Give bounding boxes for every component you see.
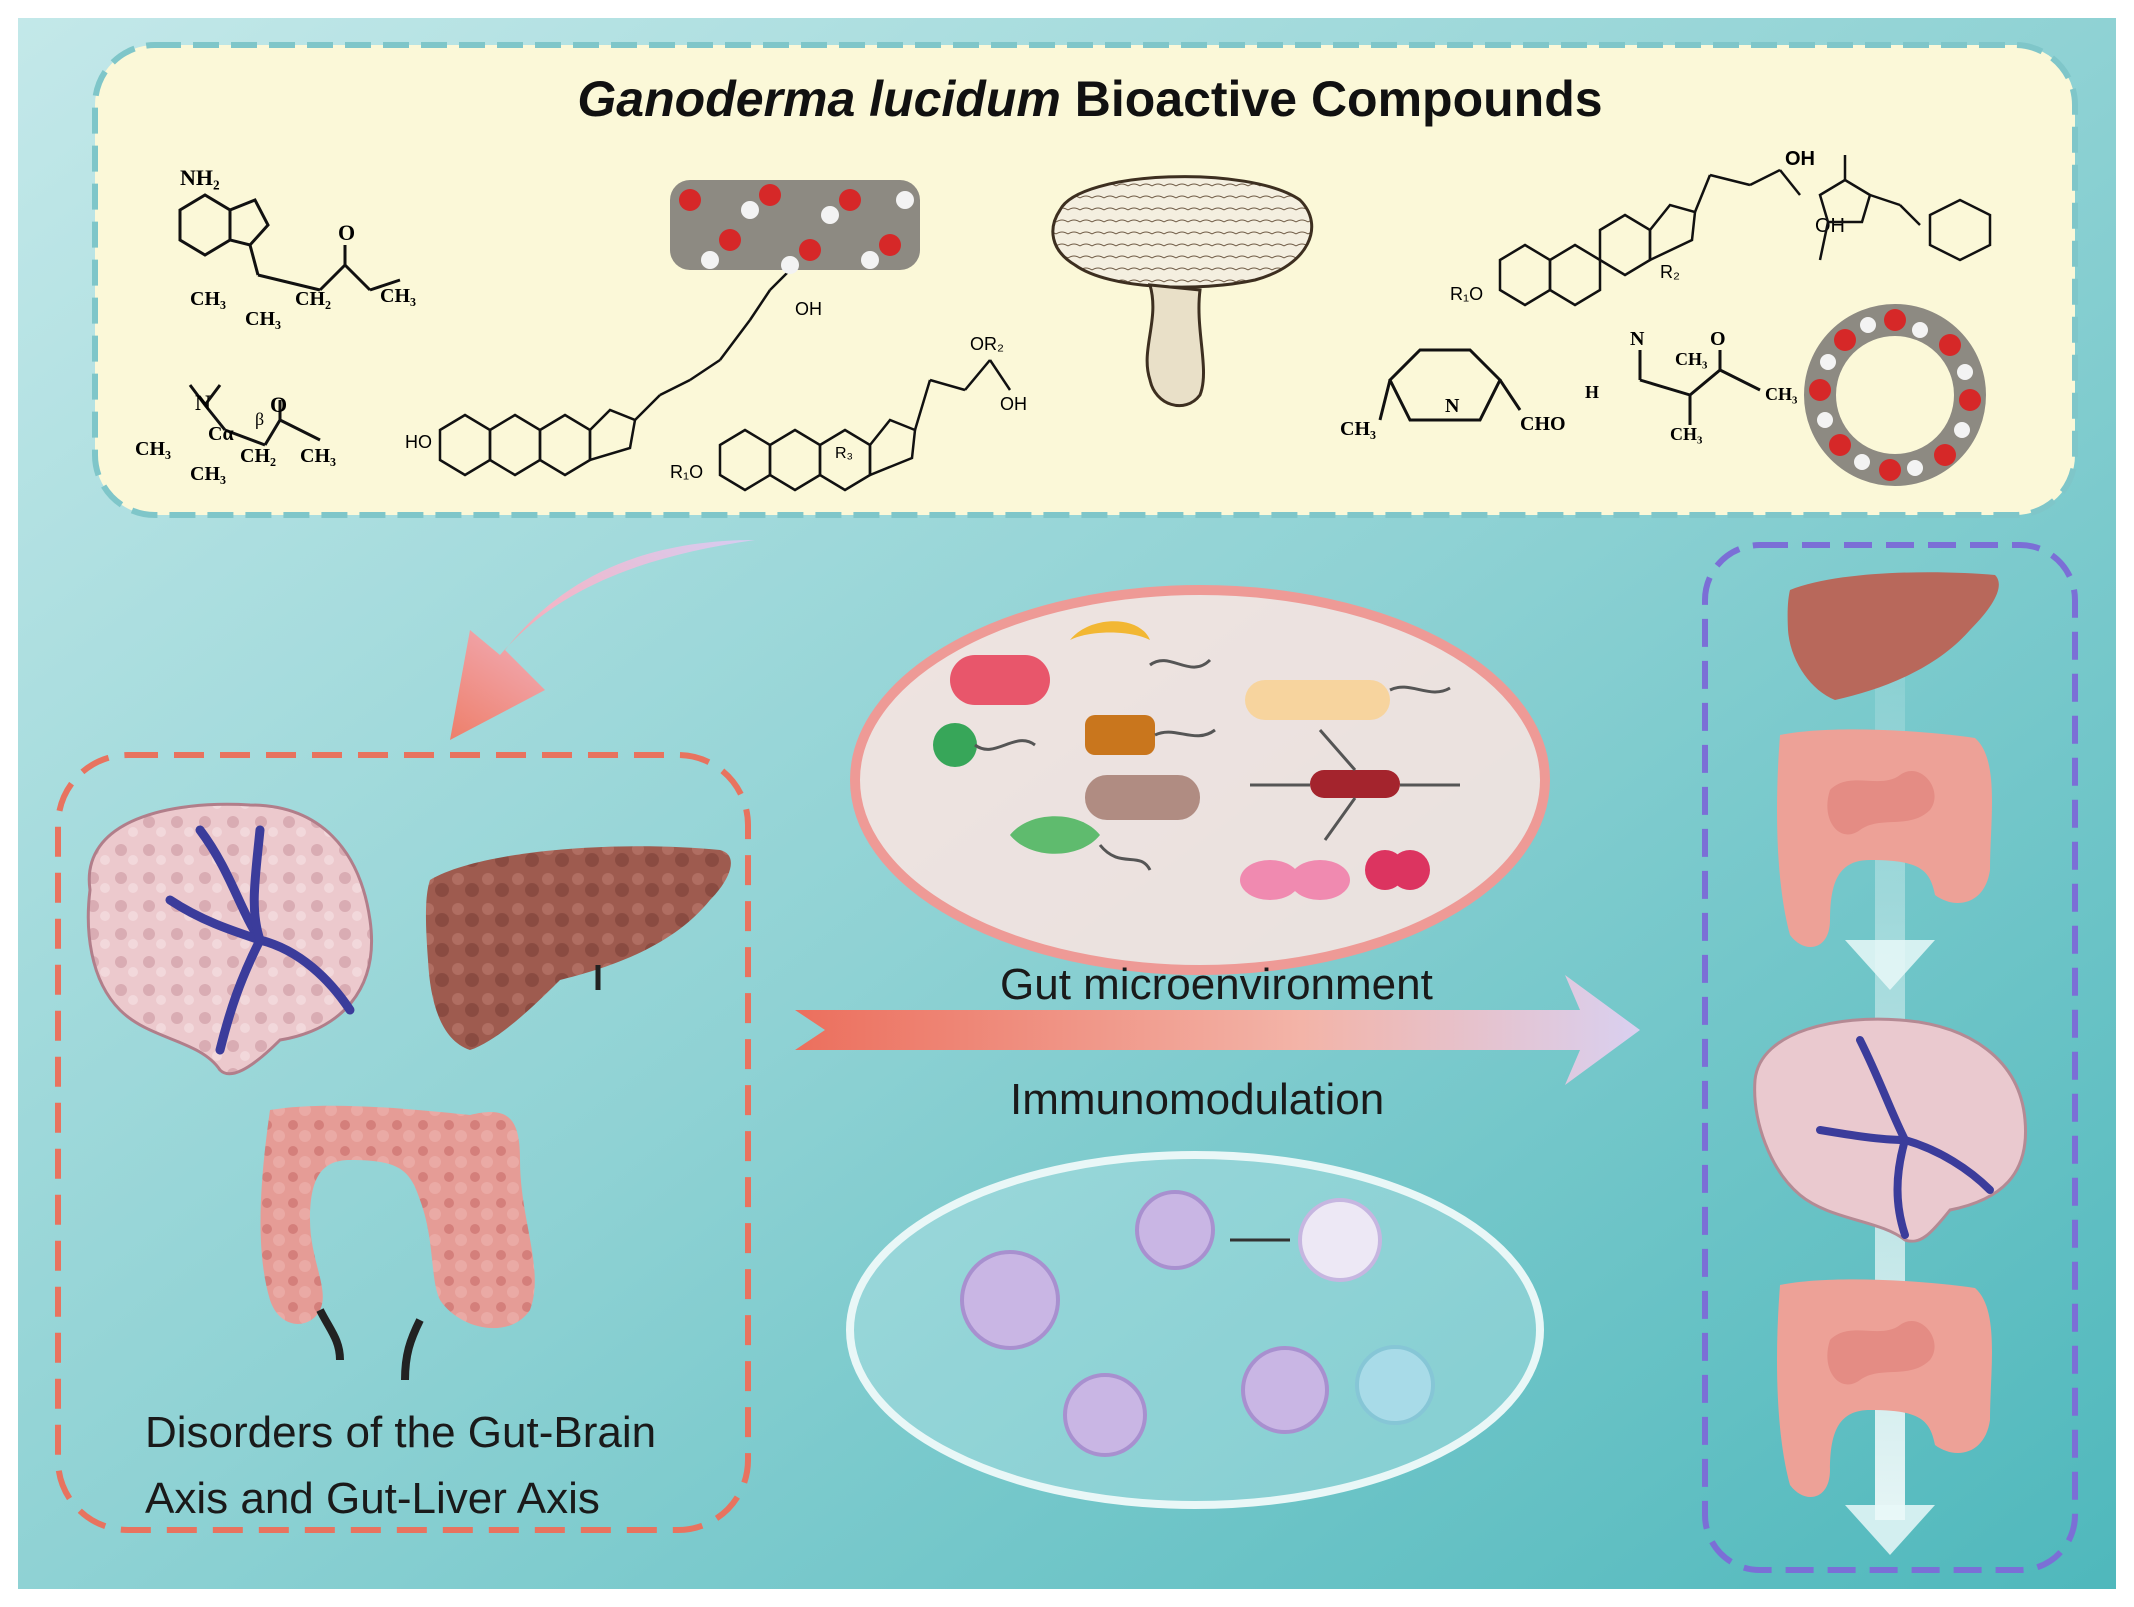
damaged-liver-illustration [425, 846, 731, 1050]
triterpene-structure-3 [1498, 168, 1801, 307]
ch3-label: CH₃ [380, 285, 416, 307]
microbiota-oval [850, 585, 1550, 975]
pyrrole-structure [1818, 155, 1992, 262]
or2-label: OR₂ [970, 334, 1004, 354]
r1o-label: R₁O [1450, 284, 1483, 304]
down-arrow-head [1845, 1505, 1935, 1555]
oh-label: OH [795, 299, 822, 319]
curved-arrow [450, 540, 755, 740]
n-label: N [195, 390, 211, 415]
compounds-panel [92, 42, 2078, 518]
benefits-panel [1702, 542, 2078, 1573]
amine-structure-2 [1638, 350, 1761, 425]
oh-label: OH [1000, 394, 1027, 414]
beta-label: β [255, 409, 264, 429]
pyridinium-structure [1378, 348, 1522, 422]
immunomodulation-label: Immunomodulation [1010, 1075, 1385, 1124]
ch3-label: CH₃ [1340, 418, 1376, 440]
colon-end [316, 1308, 344, 1361]
disorders-label-line1: Disorders of the Gut-Brain [145, 1408, 657, 1457]
amine-structure [188, 384, 321, 447]
n-label: N [1630, 328, 1645, 350]
r2-label: R₂ [1660, 262, 1680, 282]
disorders-panel [55, 752, 751, 1533]
o-label: O [1710, 328, 1726, 350]
cho-label: CHO [1520, 413, 1566, 435]
polysaccharide-model-1 [670, 180, 920, 274]
healthy-liver-illustration [1787, 572, 1999, 700]
ch3-label: CH₃ [1765, 384, 1798, 404]
o-label: O [270, 392, 287, 417]
title-rest: Bioactive Compounds [1060, 71, 1603, 127]
ch2-label: CH₂ [295, 288, 331, 310]
ch2-label: CH₂ [240, 445, 276, 467]
ch3-label: CH₃ [190, 463, 226, 485]
healthy-brain-illustration [1753, 1017, 2028, 1243]
polysaccharide-ring-model [1804, 304, 1986, 486]
oh-label: OH [1815, 215, 1845, 237]
n-label: N [1445, 395, 1460, 417]
ho-label: HO [405, 432, 432, 452]
r3-label: R₃ [835, 445, 853, 462]
h-label: H [1585, 382, 1599, 402]
immune-cells-group [960, 1190, 1435, 1457]
damaged-brain-illustration [86, 802, 373, 1076]
main-arrow [795, 975, 1640, 1085]
adenine-structure [178, 193, 401, 292]
disorders-label: Disorders of the Gut-Brain Axis and Gut-… [145, 1400, 785, 1532]
colon-end [401, 1318, 424, 1381]
disorders-label-line2: Axis and Gut-Liver Axis [145, 1474, 600, 1523]
ch3-label: CH₃ [190, 288, 226, 310]
healthy-intestine-illustration [1777, 1279, 1992, 1497]
healthy-intestine-illustration [1777, 729, 1992, 947]
gut-microenvironment-label: Gut microenvironment [1000, 960, 1433, 1009]
triterpene-structure-1 [438, 269, 791, 477]
title-species: Ganoderma lucidum [577, 71, 1061, 127]
ch3-label: CH₃ [1675, 349, 1708, 369]
oh-label: OH [1785, 148, 1815, 170]
ch3-label: CH₃ [300, 445, 336, 467]
ch3-label: CH₃ [245, 308, 281, 330]
bacteria-group [933, 621, 1430, 900]
ch3-label: CH₃ [135, 438, 171, 460]
bacteria-flagella [974, 658, 1460, 871]
triterpene-structure-2 [718, 359, 1012, 492]
damaged-colon-illustration [260, 1105, 535, 1329]
ca-label: Cα [208, 423, 234, 445]
ch3-label: CH₃ [1670, 424, 1703, 444]
nh2-label: NH₂ [180, 165, 220, 190]
r1o-label: R₁O [670, 462, 703, 482]
diagram-title: Ganoderma lucidum Bioactive Compounds [100, 70, 2080, 128]
ganoderma-mushroom-illustration [1051, 175, 1314, 408]
o-label: O [338, 220, 355, 245]
down-arrow-head [1845, 940, 1935, 990]
